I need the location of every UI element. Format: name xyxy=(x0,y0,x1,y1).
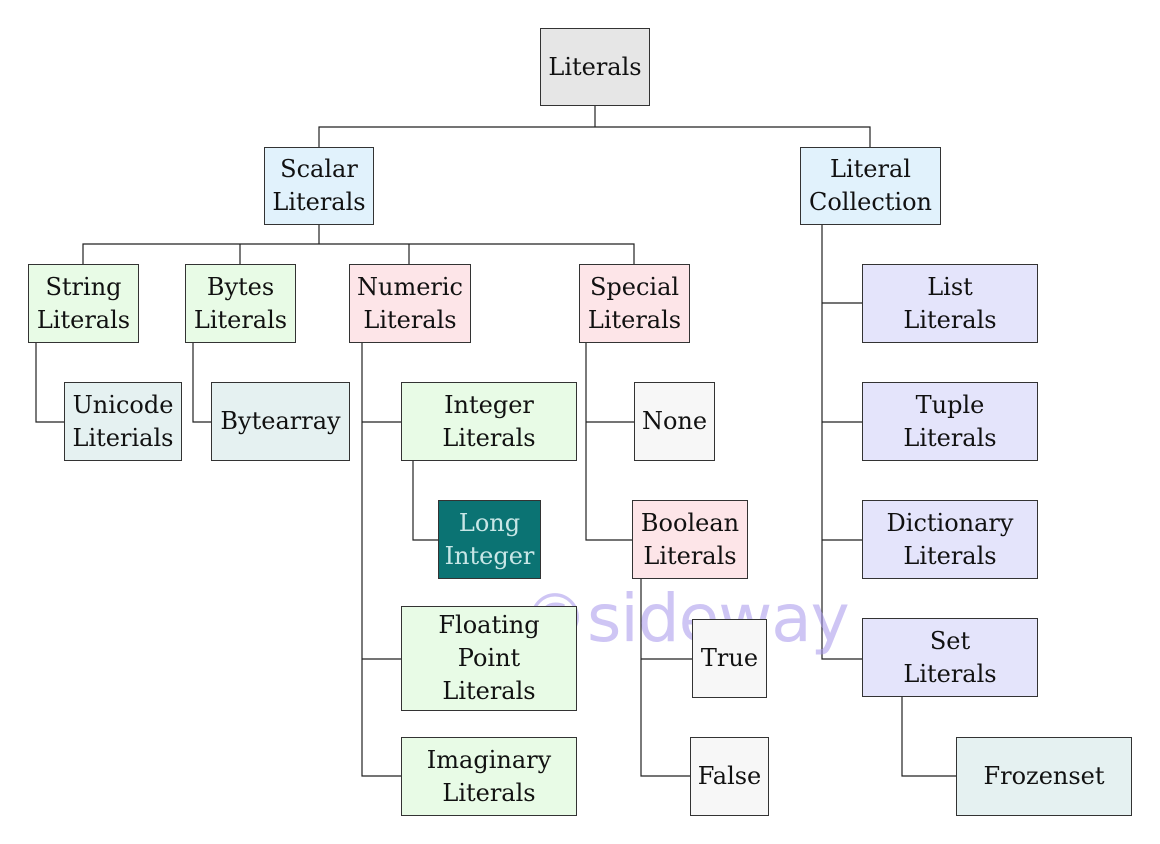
node-bytearray: Bytearray xyxy=(211,382,350,461)
node-literal-collection: Literal Collection xyxy=(800,147,941,225)
connector-unicode xyxy=(35,343,64,423)
connector-scalar-children xyxy=(82,243,635,264)
node-bytes-literals: Bytes Literals xyxy=(185,264,296,343)
node-false: False xyxy=(690,737,769,816)
connector-root-children xyxy=(318,126,871,147)
connector-boolean-trunk xyxy=(640,579,690,777)
node-scalar-literals: Scalar Literals xyxy=(264,147,374,225)
node-imaginary-literals: Imaginary Literals xyxy=(401,737,577,816)
node-floating-point-literals: Floating Point Literals xyxy=(401,606,577,711)
connector-frozenset xyxy=(901,697,956,777)
connector-special-trunk xyxy=(585,343,632,541)
node-set-literals: Set Literals xyxy=(862,618,1038,697)
node-tuple-literals: Tuple Literals xyxy=(862,382,1038,461)
node-none: None xyxy=(634,382,715,461)
node-dictionary-literals: Dictionary Literals xyxy=(862,500,1038,579)
node-long-integer: Long Integer xyxy=(438,500,541,579)
node-unicode-literials: Unicode Literials xyxy=(64,382,182,461)
node-string-literals: String Literals xyxy=(28,264,139,343)
connector-long xyxy=(412,461,438,541)
node-special-literals: Special Literals xyxy=(579,264,690,343)
connector-bytearray xyxy=(192,343,211,423)
connector-numeric-trunk xyxy=(361,343,401,777)
node-integer-literals: Integer Literals xyxy=(401,382,577,461)
node-list-literals: List Literals xyxy=(862,264,1038,343)
node-numeric-literals: Numeric Literals xyxy=(349,264,471,343)
node-literals: Literals xyxy=(540,28,650,106)
node-frozenset: Frozenset xyxy=(956,737,1132,816)
node-true: True xyxy=(692,619,767,698)
connector-collection-trunk xyxy=(821,225,862,660)
node-boolean-literals: Boolean Literals xyxy=(632,500,748,579)
